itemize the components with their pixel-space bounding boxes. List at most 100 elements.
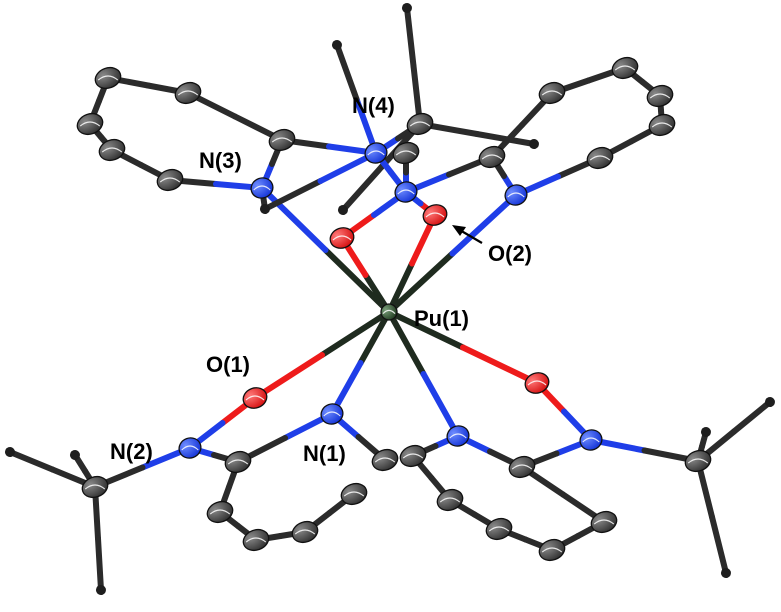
- atom-s2: [765, 397, 775, 407]
- atom-N8: [579, 429, 603, 451]
- bond-Pu-O2: [386, 260, 415, 315]
- labels-layer: Pu(1) O(1) O(2) N(1) N(2) N(3) N(4): [110, 93, 532, 466]
- atom-d2: [590, 510, 618, 534]
- atom-u1: [406, 112, 434, 136]
- atom-d6: [399, 444, 427, 468]
- atom-c4: [291, 520, 319, 544]
- atom-s1-principal-axis: [687, 458, 709, 464]
- bond-Pu-N7: [420, 371, 461, 439]
- atom-f1-principal-axis: [481, 154, 503, 160]
- atom-s4: [721, 568, 731, 578]
- bond-s1-s2: [731, 399, 773, 435]
- atom-e5: [98, 138, 126, 162]
- atom-f2: [538, 81, 566, 105]
- atom-O1-principal-axis: [245, 395, 265, 401]
- atom-N1: [320, 403, 344, 425]
- atom-t4: [96, 585, 106, 595]
- atom-e2: [174, 81, 202, 105]
- atom-e1-principal-axis: [271, 137, 293, 143]
- atom-O2: [422, 204, 448, 226]
- label-n1: N(1): [303, 441, 346, 466]
- bond-Pu-N5: [386, 250, 456, 315]
- atom-e6: [156, 168, 184, 192]
- bond-Pu-O4: [386, 309, 466, 351]
- label-o1: O(1): [206, 352, 250, 377]
- bond-u1-u4: [340, 164, 385, 213]
- atom-d2-principal-axis: [593, 519, 615, 525]
- atom-d1: [508, 455, 536, 479]
- atom-m2: [332, 40, 342, 50]
- atom-Pu: [380, 303, 398, 321]
- atom-f5: [648, 113, 676, 137]
- atom-e2-principal-axis: [177, 90, 199, 96]
- atom-f4: [646, 84, 674, 108]
- atom-c6-principal-axis: [374, 457, 396, 463]
- atom-N7-principal-axis: [449, 433, 467, 439]
- atom-N5-principal-axis: [507, 192, 525, 198]
- atom-s1: [684, 449, 712, 473]
- atom-e5-principal-axis: [101, 147, 123, 153]
- atom-O1: [242, 387, 268, 409]
- bond-t1-t4: [95, 535, 104, 593]
- atom-u1-principal-axis: [409, 121, 431, 127]
- atom-Pu-principal-axis: [382, 309, 396, 315]
- bond-u1-u3: [474, 131, 537, 147]
- atom-t1-principal-axis: [84, 484, 106, 490]
- atom-t2: [5, 447, 15, 457]
- atom-d3-principal-axis: [541, 547, 563, 553]
- atom-c2: [206, 500, 234, 524]
- atom-e4-principal-axis: [79, 121, 101, 127]
- label-o2: O(2): [488, 241, 532, 266]
- atom-O3-principal-axis: [332, 235, 352, 241]
- bond-Pu-N5: [449, 192, 519, 257]
- atom-N2: [178, 437, 202, 459]
- atom-N6-principal-axis: [397, 189, 415, 195]
- atom-f3: [611, 56, 639, 80]
- annotation-layer: [452, 225, 483, 244]
- atom-e3-principal-axis: [97, 75, 119, 81]
- atom-N1-principal-axis: [323, 411, 341, 417]
- label-n4: N(4): [352, 93, 395, 118]
- atom-c5-principal-axis: [343, 491, 365, 497]
- atom-N8-principal-axis: [582, 437, 600, 443]
- atom-N3-principal-axis: [253, 185, 271, 191]
- atom-b1: [392, 141, 420, 165]
- atom-f6: [586, 146, 614, 170]
- atom-d4-principal-axis: [488, 526, 510, 532]
- atom-f5-principal-axis: [651, 122, 673, 128]
- atom-O2-principal-axis: [425, 212, 445, 218]
- atom-f2-principal-axis: [541, 90, 563, 96]
- atom-d3: [538, 538, 566, 562]
- atom-c1-principal-axis: [227, 459, 249, 465]
- atom-N4: [364, 142, 388, 164]
- atom-c3: [242, 528, 270, 552]
- bond-Pu-O1: [252, 352, 325, 401]
- bond-N4-m2: [334, 42, 360, 102]
- bond-Pu-O4: [460, 344, 540, 386]
- atom-d6-principal-axis: [402, 453, 424, 459]
- bond-m1-N4: [262, 178, 324, 212]
- atom-u3: [529, 139, 539, 149]
- atom-N7: [446, 425, 470, 447]
- atom-t1: [81, 475, 109, 499]
- atom-d5: [436, 488, 464, 512]
- atom-N6: [394, 181, 418, 203]
- atom-f3-principal-axis: [614, 65, 636, 71]
- atom-d1-principal-axis: [511, 464, 533, 470]
- atom-e4: [76, 112, 104, 136]
- atom-O3: [329, 227, 355, 249]
- bond-s1-s4: [709, 514, 729, 576]
- atom-u4: [338, 205, 348, 215]
- atom-b1-principal-axis: [395, 150, 417, 156]
- atom-m1: [260, 204, 270, 214]
- atom-c6: [371, 448, 399, 472]
- atom-s3: [701, 427, 711, 437]
- bonds-layer: [7, 5, 773, 593]
- bond-Pu-N1: [357, 309, 392, 366]
- atom-d4: [485, 517, 513, 541]
- bond-u1-u2: [404, 5, 417, 69]
- atom-e1: [268, 128, 296, 152]
- atom-e6-principal-axis: [159, 177, 181, 183]
